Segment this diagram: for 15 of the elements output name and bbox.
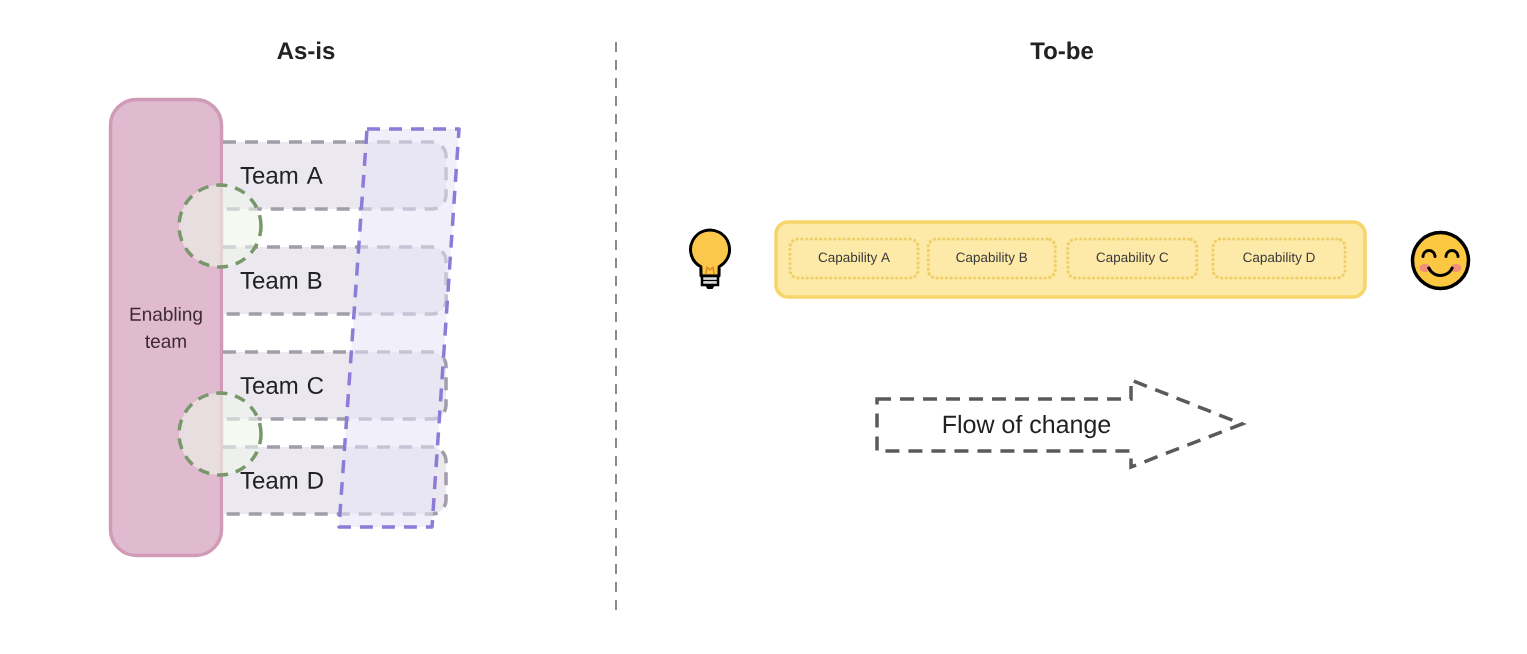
- smiley-icon: [1410, 230, 1471, 291]
- section-title: To-be: [1030, 41, 1093, 60]
- capability-box: Capability B: [926, 237, 1057, 280]
- lightbulb-icon: [689, 228, 731, 289]
- team-box: Team A: [223, 140, 448, 211]
- capability-box: Capability A: [788, 237, 920, 280]
- enabling-team-box: Enabling team: [108, 97, 224, 558]
- section-title: As-is: [277, 41, 335, 60]
- team-box: Team B: [223, 245, 448, 316]
- dashed-circle: [177, 183, 263, 269]
- capability-box: Capability D: [1211, 237, 1347, 280]
- slanted-band: [337, 127, 461, 529]
- capability-box: Capability C: [1066, 237, 1199, 280]
- team-box: Team C: [223, 350, 448, 421]
- team-box: Team D: [223, 445, 448, 516]
